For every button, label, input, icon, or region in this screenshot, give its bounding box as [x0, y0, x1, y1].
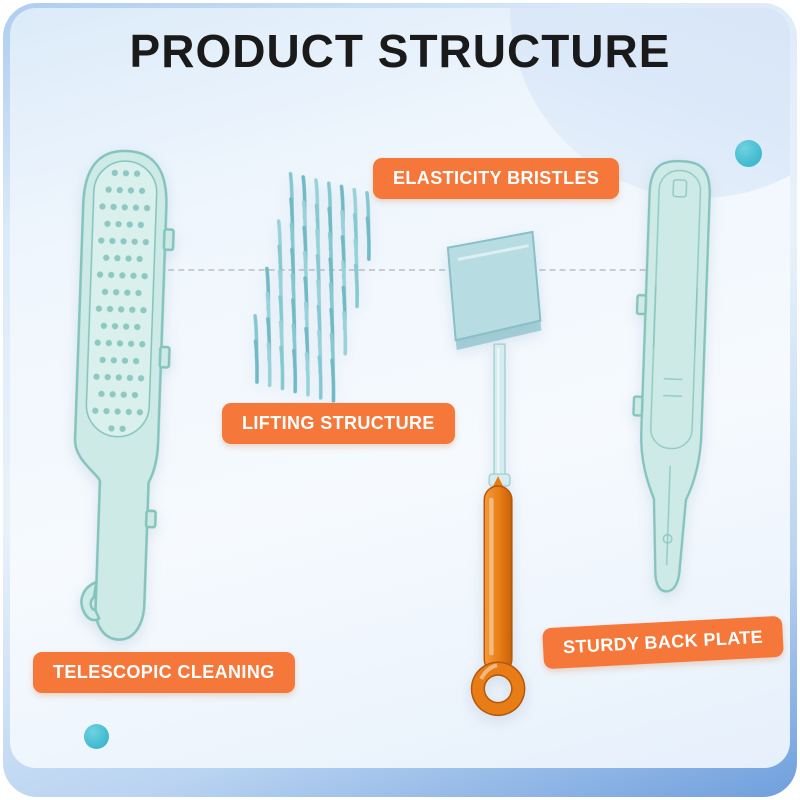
dashed-connector-line — [88, 269, 706, 271]
page-title: PRODUCT STRUCTURE — [129, 25, 671, 77]
telescopic-rod-illustration — [438, 228, 566, 740]
label-elasticity-bristles: ELASTICITY BRISTLES — [373, 158, 620, 199]
squeegee-blade — [446, 230, 542, 342]
label-telescopic-cleaning: TELESCOPIC CLEANING — [33, 652, 295, 693]
accent-dot-top-right — [735, 140, 762, 167]
bristle-pad-icon — [253, 171, 371, 403]
back-plate-illustration — [620, 145, 730, 618]
orange-handle — [483, 485, 513, 674]
bristle-pad-illustration — [232, 151, 386, 406]
brush-body-illustration — [51, 143, 201, 664]
label-lifting-structure: LIFTING STRUCTURE — [222, 403, 455, 444]
handle-ring — [470, 661, 526, 717]
perforation-dot-grid — [92, 169, 151, 432]
hanging-hook — [80, 580, 101, 622]
brush-body-icon — [73, 149, 175, 641]
back-plate-icon — [632, 159, 711, 593]
accent-dot-bottom-left — [84, 724, 109, 749]
telescopic-rod-icon — [446, 230, 542, 717]
